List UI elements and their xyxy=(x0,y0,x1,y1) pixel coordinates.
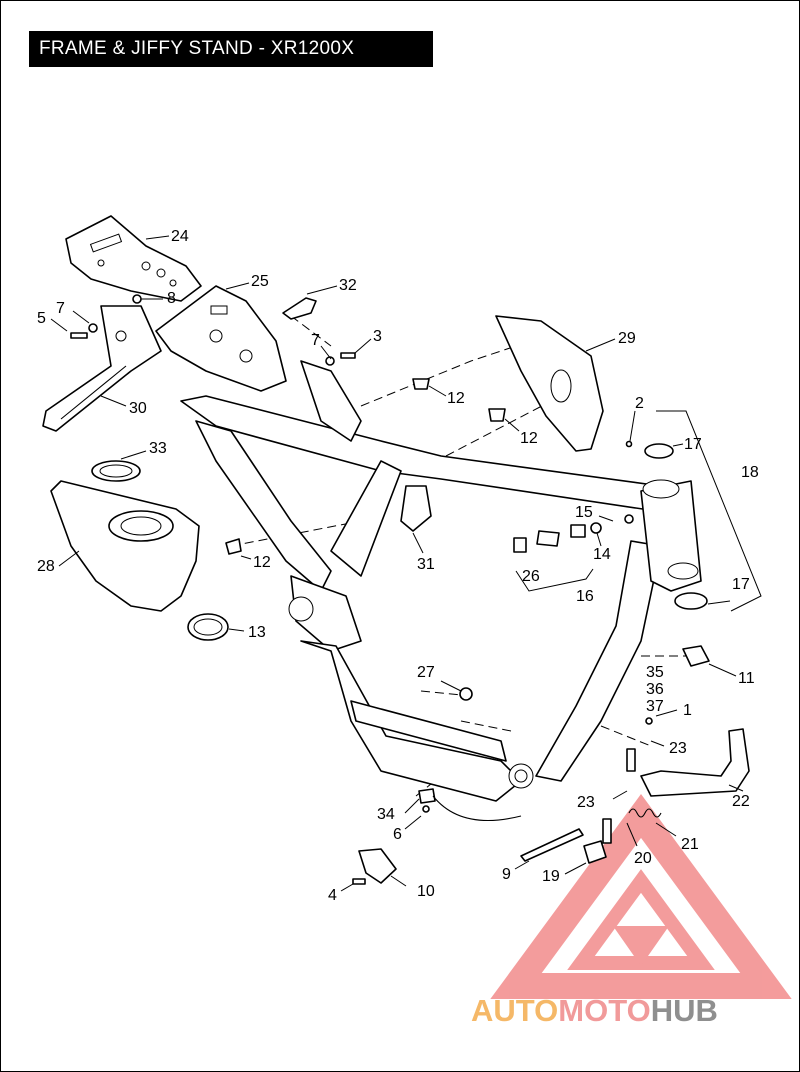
callout-12a: 12 xyxy=(447,390,465,407)
callout-32: 32 xyxy=(339,277,357,294)
part-25-battery-tray xyxy=(155,285,287,392)
frame-main xyxy=(180,360,702,802)
part-23-pin xyxy=(583,748,636,864)
callout-12b: 12 xyxy=(520,430,538,447)
callout-29: 29 xyxy=(618,330,636,347)
callout-1: 1 xyxy=(683,702,692,719)
part-11-clamp xyxy=(682,645,710,667)
part-34-sensor xyxy=(418,788,522,822)
callout-27: 27 xyxy=(417,664,435,681)
callout-24: 24 xyxy=(171,228,189,245)
callout-4: 4 xyxy=(328,887,337,904)
callout-11: 11 xyxy=(738,670,755,687)
part-32-clip xyxy=(282,297,317,320)
callout-33: 33 xyxy=(149,440,167,457)
callout-37: 37 xyxy=(646,698,664,715)
callout-25: 25 xyxy=(251,273,269,290)
callout-labels: 24 25 32 8 7 5 7 3 30 29 12 12 2 17 18 3… xyxy=(37,228,759,904)
callout-23a: 23 xyxy=(669,740,687,757)
callout-7b: 7 xyxy=(311,332,320,349)
leader-lines xyxy=(50,235,762,892)
callout-23b: 23 xyxy=(577,794,595,811)
watermark-auto: AUTO xyxy=(471,993,558,1028)
callout-19: 19 xyxy=(542,868,560,885)
watermark-triangle xyxy=(490,794,792,999)
part-17-rings xyxy=(644,443,708,610)
callout-5: 5 xyxy=(37,310,46,327)
callout-20: 20 xyxy=(634,850,652,867)
callout-36: 36 xyxy=(646,681,664,698)
callout-2: 2 xyxy=(635,395,644,412)
part-28-tank-cover xyxy=(50,480,200,612)
callout-28: 28 xyxy=(37,558,55,575)
part-9-strap xyxy=(520,828,584,862)
callout-30: 30 xyxy=(129,400,147,417)
diagram-title: FRAME & JIFFY STAND - XR1200X xyxy=(29,31,433,67)
watermark-logo: AUTOMOTOHUB xyxy=(471,993,718,1028)
callout-12c: 12 xyxy=(253,554,271,571)
part-10-bracket xyxy=(358,848,397,884)
callout-8: 8 xyxy=(167,290,176,307)
callout-7a: 7 xyxy=(56,300,65,317)
callout-35: 35 xyxy=(646,664,664,681)
callout-16: 16 xyxy=(576,588,594,605)
callout-34: 34 xyxy=(377,806,395,823)
watermark-moto: MOTO xyxy=(558,993,650,1028)
part-22-jiffy-stand xyxy=(640,728,750,797)
fasteners xyxy=(70,294,653,885)
assembly-dash-lines xyxy=(230,315,686,797)
part-12-grommets xyxy=(225,378,506,555)
callout-10: 10 xyxy=(417,883,435,900)
part-13-ring xyxy=(187,613,229,641)
watermark-hub: HUB xyxy=(651,993,718,1028)
part-33-ring xyxy=(91,460,141,482)
part-30-bracket xyxy=(42,305,162,432)
callout-17b: 17 xyxy=(732,576,750,593)
part-21-spring xyxy=(628,808,662,818)
part-24-rear-support xyxy=(65,215,202,302)
callout-31: 31 xyxy=(417,556,435,573)
callout-6: 6 xyxy=(393,826,402,843)
callout-26: 26 xyxy=(522,568,540,585)
part-31-bracket xyxy=(400,485,432,532)
callout-9: 9 xyxy=(502,866,511,883)
callout-18: 18 xyxy=(741,464,759,481)
callout-13: 13 xyxy=(248,624,266,641)
callout-15: 15 xyxy=(575,504,593,521)
callout-17a: 17 xyxy=(684,436,702,453)
callout-14: 14 xyxy=(593,546,611,563)
callout-3: 3 xyxy=(373,328,382,345)
ignition-switch-parts xyxy=(513,514,634,553)
callout-22: 22 xyxy=(732,793,750,810)
callout-21: 21 xyxy=(681,836,699,853)
part-29-cover xyxy=(495,315,604,452)
